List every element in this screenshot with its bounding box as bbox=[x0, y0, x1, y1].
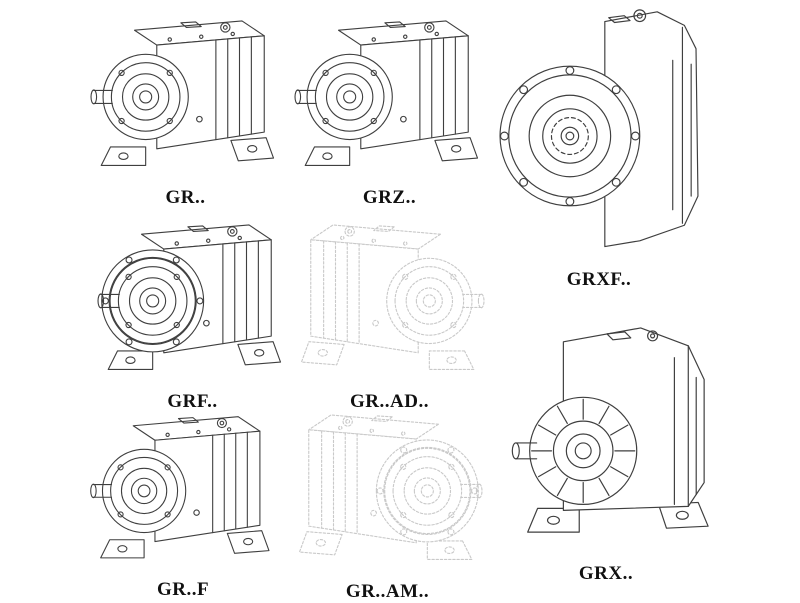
model-label-grf: GRF.. bbox=[167, 391, 218, 412]
model-label-gr-am: GR..AM.. bbox=[345, 581, 430, 602]
model-label-grx: GRX.. bbox=[578, 563, 634, 584]
gearbox-drawing-gr-ad bbox=[292, 212, 487, 388]
figure-gr-am: GR..AM.. bbox=[290, 402, 485, 603]
figure-grxf: GRXF.. bbox=[492, 6, 706, 291]
gearbox-drawing-grz bbox=[292, 8, 487, 184]
model-label-grxf: GRXF.. bbox=[566, 269, 632, 290]
gearbox-drawing-gr-f bbox=[88, 404, 278, 576]
model-label-grz: GRZ.. bbox=[362, 187, 417, 208]
figure-gr: GR.. bbox=[88, 8, 283, 209]
gearbox-drawing-grf bbox=[95, 212, 290, 388]
model-label-gr: GR.. bbox=[165, 187, 206, 208]
gearbox-drawing-gr-am bbox=[290, 402, 485, 578]
figure-gr-ad: GR..AD.. bbox=[292, 212, 487, 413]
gearbox-drawing-gr bbox=[88, 8, 283, 184]
gearbox-drawing-grx bbox=[511, 327, 709, 533]
figure-grx: GRX.. bbox=[492, 312, 720, 585]
model-label-gr-ad: GR..AD.. bbox=[350, 391, 429, 412]
model-label-gr-f: GR..F bbox=[156, 579, 210, 600]
figure-grz: GRZ.. bbox=[292, 8, 487, 209]
figure-gr-f: GR..F bbox=[88, 404, 278, 601]
gearbox-drawing-grxf bbox=[499, 9, 699, 248]
figure-grf: GRF.. bbox=[95, 212, 290, 413]
